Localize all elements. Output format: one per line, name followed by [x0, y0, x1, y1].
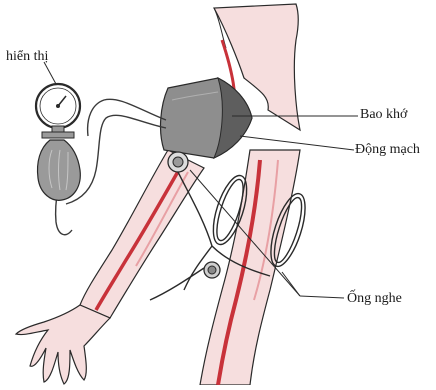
stethoscope-label: Ống nghe — [347, 292, 402, 306]
display-label: hiển thị — [6, 50, 48, 64]
pressure-gauge-icon — [36, 84, 80, 138]
inflation-bulb-icon — [38, 140, 81, 200]
stethoscope-chestpiece-2 — [204, 262, 220, 278]
cuff-label: Bao khớ — [360, 108, 407, 122]
stethoscope-chestpiece-icon — [168, 152, 188, 172]
artery-label: Động mạch — [355, 143, 420, 157]
hand — [16, 305, 110, 384]
blood-pressure-cuff — [161, 78, 252, 158]
